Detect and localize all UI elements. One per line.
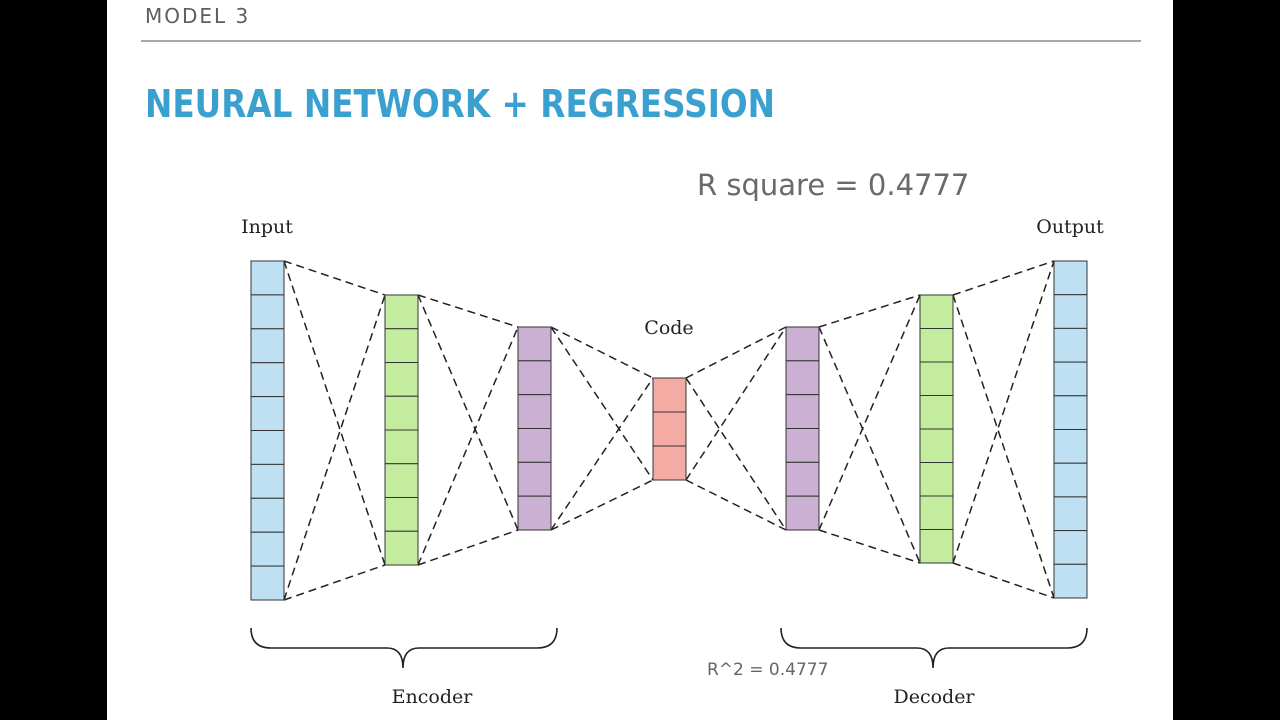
r2-annotation: R^2 = 0.4777 (707, 660, 829, 680)
layer-decoder-hidden-1 (785, 326, 820, 531)
connection-line (818, 326, 921, 564)
connection-line (685, 479, 787, 531)
layer-input (250, 260, 285, 601)
neuron-cell (384, 429, 419, 465)
connection-line (550, 479, 654, 531)
neuron-cell (652, 411, 687, 447)
connection-line (550, 377, 654, 531)
autoencoder-diagram: Input Code Output Encoder Decoder (241, 216, 1104, 708)
neuron-cell (785, 360, 820, 396)
connection-line (685, 326, 787, 481)
neuron-cell (785, 394, 820, 429)
connection-line (685, 377, 787, 531)
connection-line (818, 294, 921, 531)
neuron-cell (384, 395, 419, 431)
neuron-cell (1053, 496, 1088, 532)
neuron-cell (785, 461, 820, 497)
neuron-cell (250, 430, 285, 465)
neuron-cell (919, 428, 954, 463)
connection-line (283, 260, 386, 566)
layer-encoder-hidden-1 (384, 294, 419, 566)
neuron-cell (1053, 361, 1088, 397)
neuron-cell (785, 428, 820, 463)
code-label: Code (644, 317, 693, 339)
neuron-cell (250, 565, 285, 601)
layer-encoder-hidden-2 (517, 326, 552, 531)
slide-title: NEURAL NETWORK + REGRESSION (145, 82, 775, 126)
connection-line (417, 529, 519, 566)
neuron-cell (652, 445, 687, 481)
neuron-cell (250, 531, 285, 567)
neuron-cell (1053, 462, 1088, 498)
neuron-cell (250, 396, 285, 432)
neuron-cell (384, 328, 419, 363)
connection-line (685, 326, 787, 379)
neuron-cell (250, 497, 285, 533)
neuron-cell (384, 294, 419, 330)
neuron-cell (384, 463, 419, 498)
connection-line (952, 260, 1055, 296)
section-header: MODEL 3 (145, 4, 251, 28)
neuron-cell (250, 294, 285, 330)
decoder-label: Decoder (893, 686, 975, 708)
neuron-cell (517, 326, 552, 362)
encoder-label: Encoder (392, 686, 474, 708)
neuron-cell (517, 360, 552, 396)
layer-output (1053, 260, 1088, 599)
connection-line (818, 294, 921, 328)
neuron-cell (1053, 563, 1088, 599)
connection-line (417, 326, 519, 566)
connection-line (952, 260, 1055, 564)
neuron-cell (919, 395, 954, 430)
neuron-cell (517, 495, 552, 531)
connection-line (952, 294, 1055, 599)
neuron-cell (1053, 395, 1088, 430)
neuron-cell (517, 394, 552, 429)
decoder-brace (780, 627, 1088, 669)
neuron-cell (1053, 530, 1088, 565)
connections (283, 260, 1055, 601)
neuron-cell (919, 361, 954, 396)
neuron-cell (1053, 429, 1088, 464)
neuron-cell (517, 428, 552, 463)
neuron-cell (1053, 327, 1088, 363)
connection-line (283, 260, 386, 296)
layers (250, 260, 1088, 601)
neuron-cell (384, 530, 419, 566)
connection-line (283, 294, 386, 601)
header-divider (141, 40, 1141, 42)
output-label: Output (1036, 216, 1104, 238)
neuron-cell (384, 362, 419, 397)
neuron-cell (652, 377, 687, 413)
neuron-cell (919, 529, 954, 564)
neuron-cell (384, 497, 419, 532)
connection-line (417, 294, 519, 531)
layer-code (652, 377, 687, 481)
neuron-cell (250, 328, 285, 364)
neuron-cell (919, 462, 954, 497)
connection-line (283, 564, 386, 601)
connection-line (550, 326, 654, 379)
connection-line (550, 326, 654, 481)
connection-line (952, 562, 1055, 599)
r-square-value: R square = 0.4777 (697, 168, 970, 202)
layer-decoder-hidden-2 (919, 294, 954, 564)
input-label: Input (241, 216, 293, 238)
neuron-cell (919, 328, 954, 363)
neuron-cell (785, 495, 820, 531)
neuron-cell (785, 326, 820, 362)
neuron-cell (250, 463, 285, 499)
connection-line (818, 529, 921, 564)
neuron-cell (1053, 294, 1088, 329)
neuron-cell (250, 362, 285, 398)
neuron-cell (517, 461, 552, 497)
connection-line (417, 294, 519, 328)
neuron-cell (250, 260, 285, 296)
neuron-cell (1053, 260, 1088, 296)
encoder-brace (250, 627, 558, 669)
neuron-cell (919, 495, 954, 530)
neuron-cell (919, 294, 954, 329)
slide: MODEL 3 NEURAL NETWORK + REGRESSION Inpu… (107, 0, 1173, 720)
